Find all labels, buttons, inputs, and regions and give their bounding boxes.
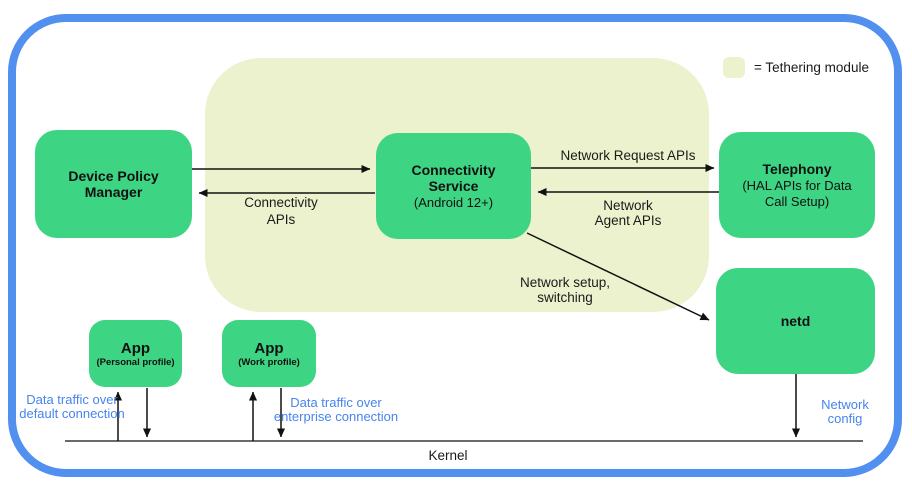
legend: = Tethering module [723,57,869,78]
node-title: App [120,339,151,357]
label-network-request-apis: Network Request APIs [560,148,696,163]
label-network-setup-switching: Network setup, switching [519,275,611,305]
node-subtitle: (Android 12+) [413,194,494,210]
label-network-agent-apis: Network Agent APIs [594,198,662,228]
node-subtitle: (Personal profile) [96,356,175,368]
node-device-policy-manager: Device Policy Manager [35,130,192,238]
node-title: netd [780,313,811,329]
label-connectivity-apis: Connectivity APIs [244,195,318,227]
node-title: Connectivity Service [411,161,496,194]
device-frame-border [8,14,902,477]
label-network-config: Network config [821,397,869,426]
kernel-label: Kernel [428,448,468,463]
label-data-traffic-default: Data traffic over default connection [19,392,125,421]
node-connectivity-service: Connectivity Service (Android 12+) [376,133,531,239]
node-telephony: Telephony (HAL APIs for Data Call Setup) [719,132,875,238]
node-netd: netd [716,268,875,374]
node-app-personal: App (Personal profile) [89,320,182,387]
node-subtitle: (Work profile) [238,356,300,368]
node-app-work: App (Work profile) [222,320,316,387]
node-title: Telephony [762,160,832,177]
node-title: App [254,339,284,357]
node-subtitle: (HAL APIs for Data Call Setup) [742,177,852,209]
legend-label: = Tethering module [754,60,869,75]
label-data-traffic-enterprise: Data traffic over enterprise connection [273,395,399,424]
tethering-swatch-icon [723,57,745,78]
node-title: Device Policy Manager [68,168,159,200]
